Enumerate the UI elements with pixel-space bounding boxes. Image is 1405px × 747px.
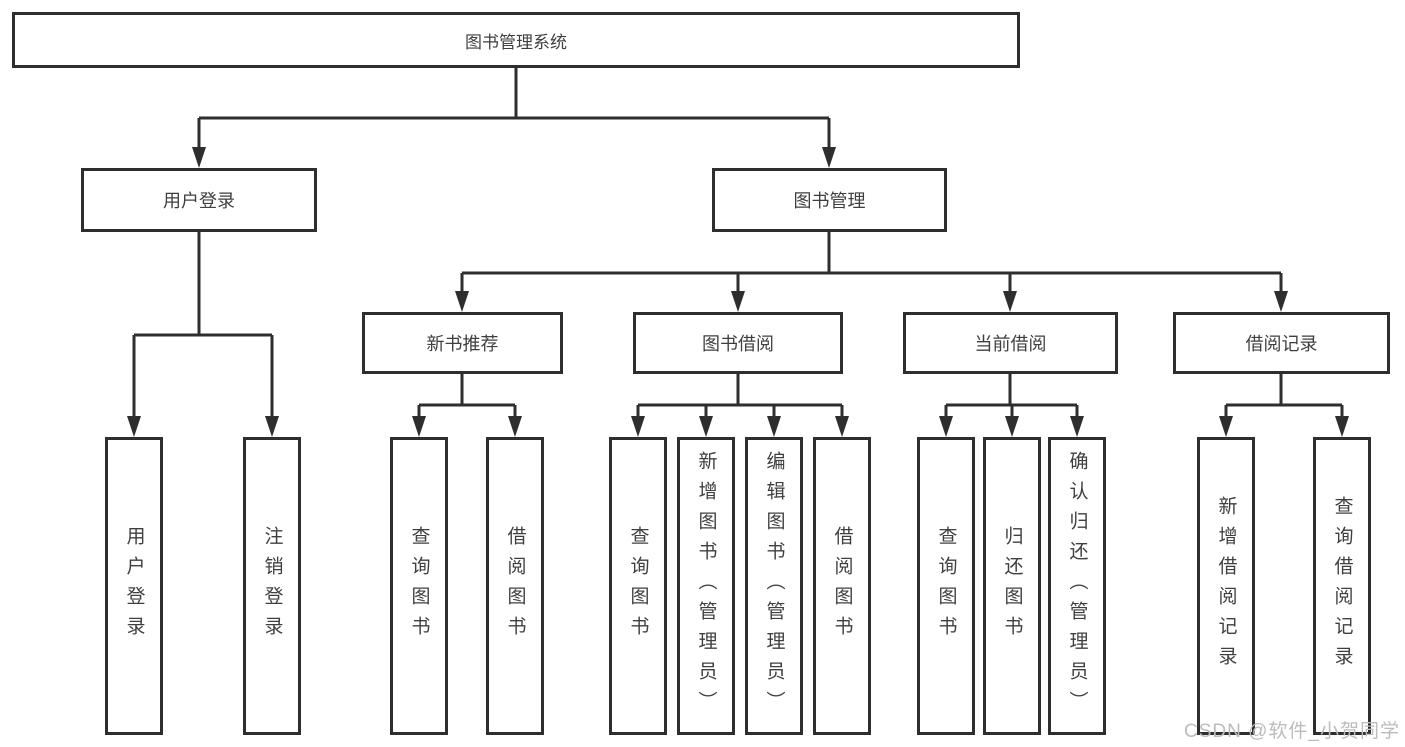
node-current-borrow: 当前借阅	[903, 312, 1118, 374]
node-book-borrow: 图书借阅	[633, 312, 843, 374]
node-root-system: 图书管理系统	[12, 12, 1020, 68]
node-label: 当前借阅	[974, 334, 1047, 354]
leaf-borrow-query-books: 查询图书	[609, 437, 667, 735]
node-label: 借阅图书	[504, 526, 526, 646]
node-label: 注销登录	[261, 526, 283, 646]
node-label: 归还图书	[1001, 526, 1023, 646]
node-book-management: 图书管理	[712, 168, 947, 232]
csdn-watermark: CSDN @软件_小贺同学	[1184, 721, 1400, 742]
node-borrow-records: 借阅记录	[1173, 312, 1390, 374]
node-label: 查询图书	[408, 526, 430, 646]
leaf-records-add-record: 新增借阅记录	[1197, 437, 1255, 735]
node-label: 借阅记录	[1245, 334, 1318, 354]
node-label: 借阅图书	[831, 526, 853, 646]
node-label: 用户登录	[163, 191, 235, 211]
leaf-recommend-query-books: 查询图书	[390, 437, 448, 735]
node-label: 新增借阅记录	[1215, 496, 1237, 676]
node-label: 确认归还（管理员）	[1066, 451, 1088, 721]
leaf-current-query-books: 查询图书	[917, 437, 975, 735]
node-label: 查询借阅记录	[1331, 496, 1353, 676]
node-label: 查询图书	[935, 526, 957, 646]
node-label: 新书推荐	[426, 334, 499, 354]
node-label: 新增图书（管理员）	[695, 451, 717, 721]
node-label: 查询图书	[627, 526, 649, 646]
leaf-borrow-borrow-books: 借阅图书	[813, 437, 871, 735]
leaf-recommend-borrow-books: 借阅图书	[486, 437, 544, 735]
node-label: 用户登录	[123, 526, 145, 646]
node-label: 图书管理	[793, 191, 866, 211]
leaf-current-confirm-return-admin: 确认归还（管理员）	[1048, 437, 1106, 735]
node-label: 图书管理系统	[465, 32, 567, 52]
leaf-user-login: 用户登录	[105, 437, 163, 735]
leaf-borrow-add-books-admin: 新增图书（管理员）	[677, 437, 735, 735]
leaf-current-return-books: 归还图书	[983, 437, 1041, 735]
node-new-book-recommend: 新书推荐	[362, 312, 563, 374]
node-label: 编辑图书（管理员）	[763, 451, 785, 721]
leaf-borrow-edit-books-admin: 编辑图书（管理员）	[745, 437, 803, 735]
leaf-records-query-record: 查询借阅记录	[1313, 437, 1371, 735]
node-label: 图书借阅	[702, 334, 774, 354]
node-user-login: 用户登录	[81, 168, 317, 232]
leaf-logout: 注销登录	[243, 437, 301, 735]
